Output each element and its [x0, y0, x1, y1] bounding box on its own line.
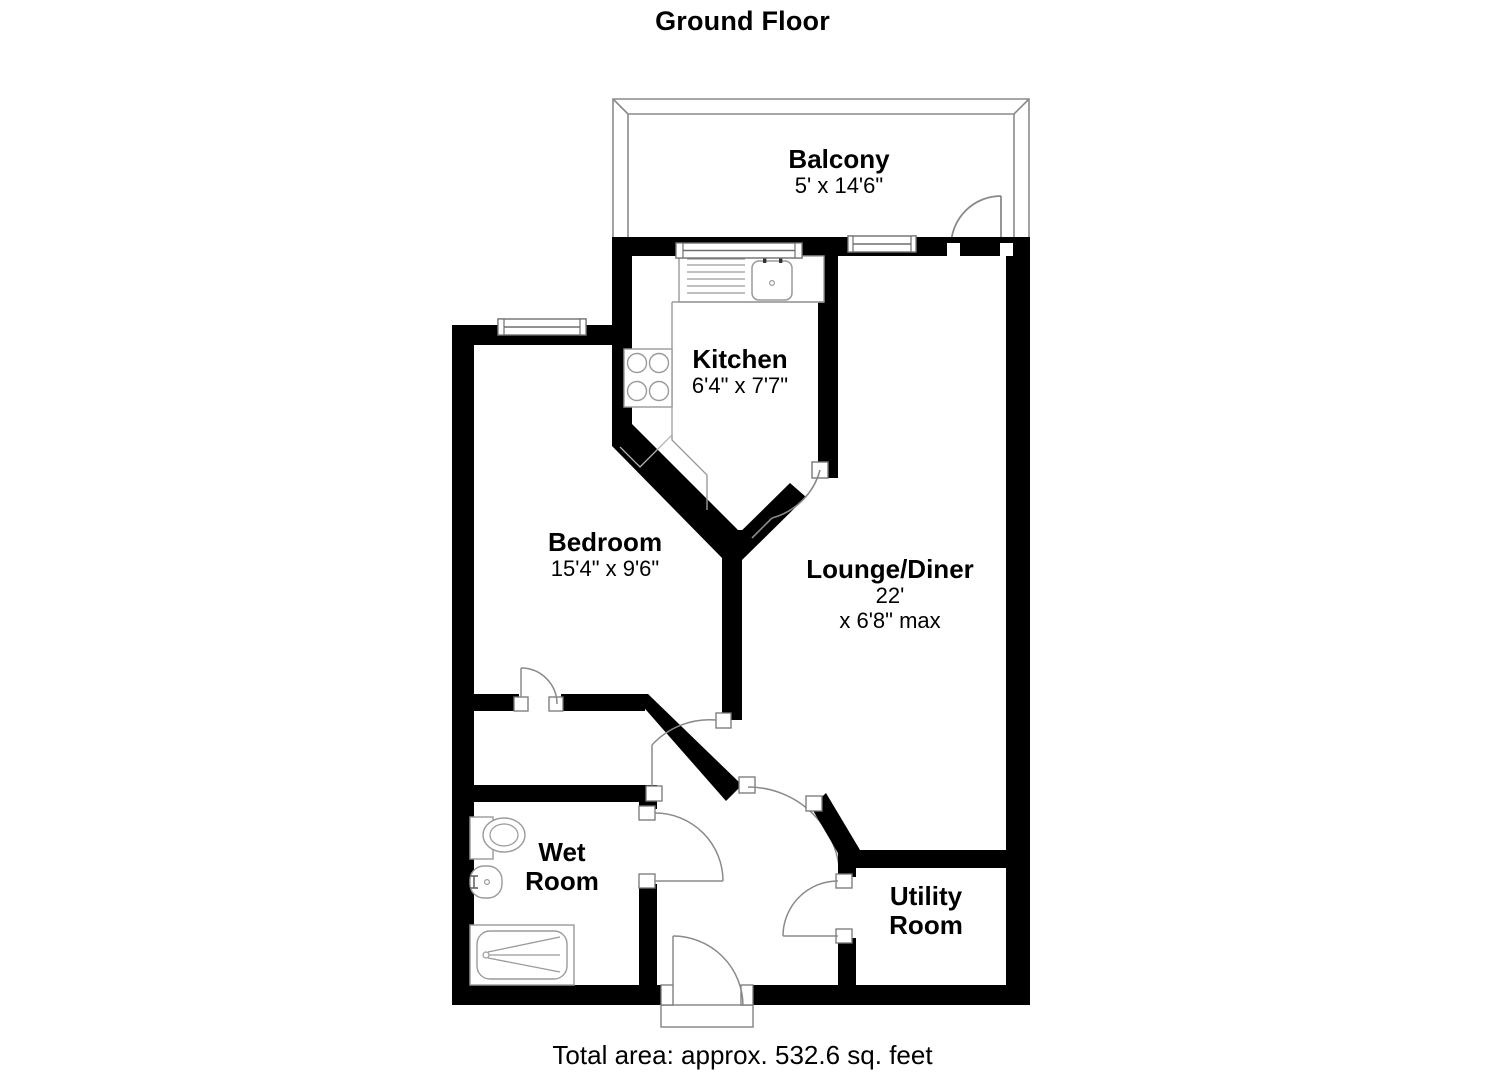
lounge-window-icon	[847, 235, 917, 253]
hall-to-utility-wall	[805, 793, 860, 860]
cupboard-door-icon	[513, 667, 564, 712]
shower-tray-icon	[469, 924, 575, 986]
total-area-caption: Total area: approx. 532.6 sq. feet	[552, 1040, 933, 1070]
wc-icon	[469, 816, 526, 860]
kitchen-door-icon	[751, 461, 829, 539]
kitchen-counter-outline	[619, 407, 673, 468]
bedroom-door-icon	[645, 712, 732, 802]
interior-walls	[612, 256, 838, 720]
wetroom-walls	[452, 694, 742, 985]
balcony-outline	[612, 98, 1030, 247]
balcony-door-jambs	[947, 243, 1013, 256]
entrance-door-icon	[660, 935, 754, 1028]
basin-icon	[469, 865, 503, 899]
kitchen-window-icon	[675, 242, 803, 259]
wetroom-door-icon	[638, 805, 724, 889]
lounge-door-icon	[738, 776, 841, 880]
utility-walls	[838, 850, 1008, 1005]
page-title: Ground Floor	[655, 6, 830, 36]
utility-door-icon	[782, 873, 853, 944]
kitchen-sink-icon	[671, 255, 825, 510]
kitchen-hob-icon	[623, 348, 673, 408]
exterior-walls	[452, 237, 1030, 1005]
bedroom-window-icon	[497, 318, 587, 336]
